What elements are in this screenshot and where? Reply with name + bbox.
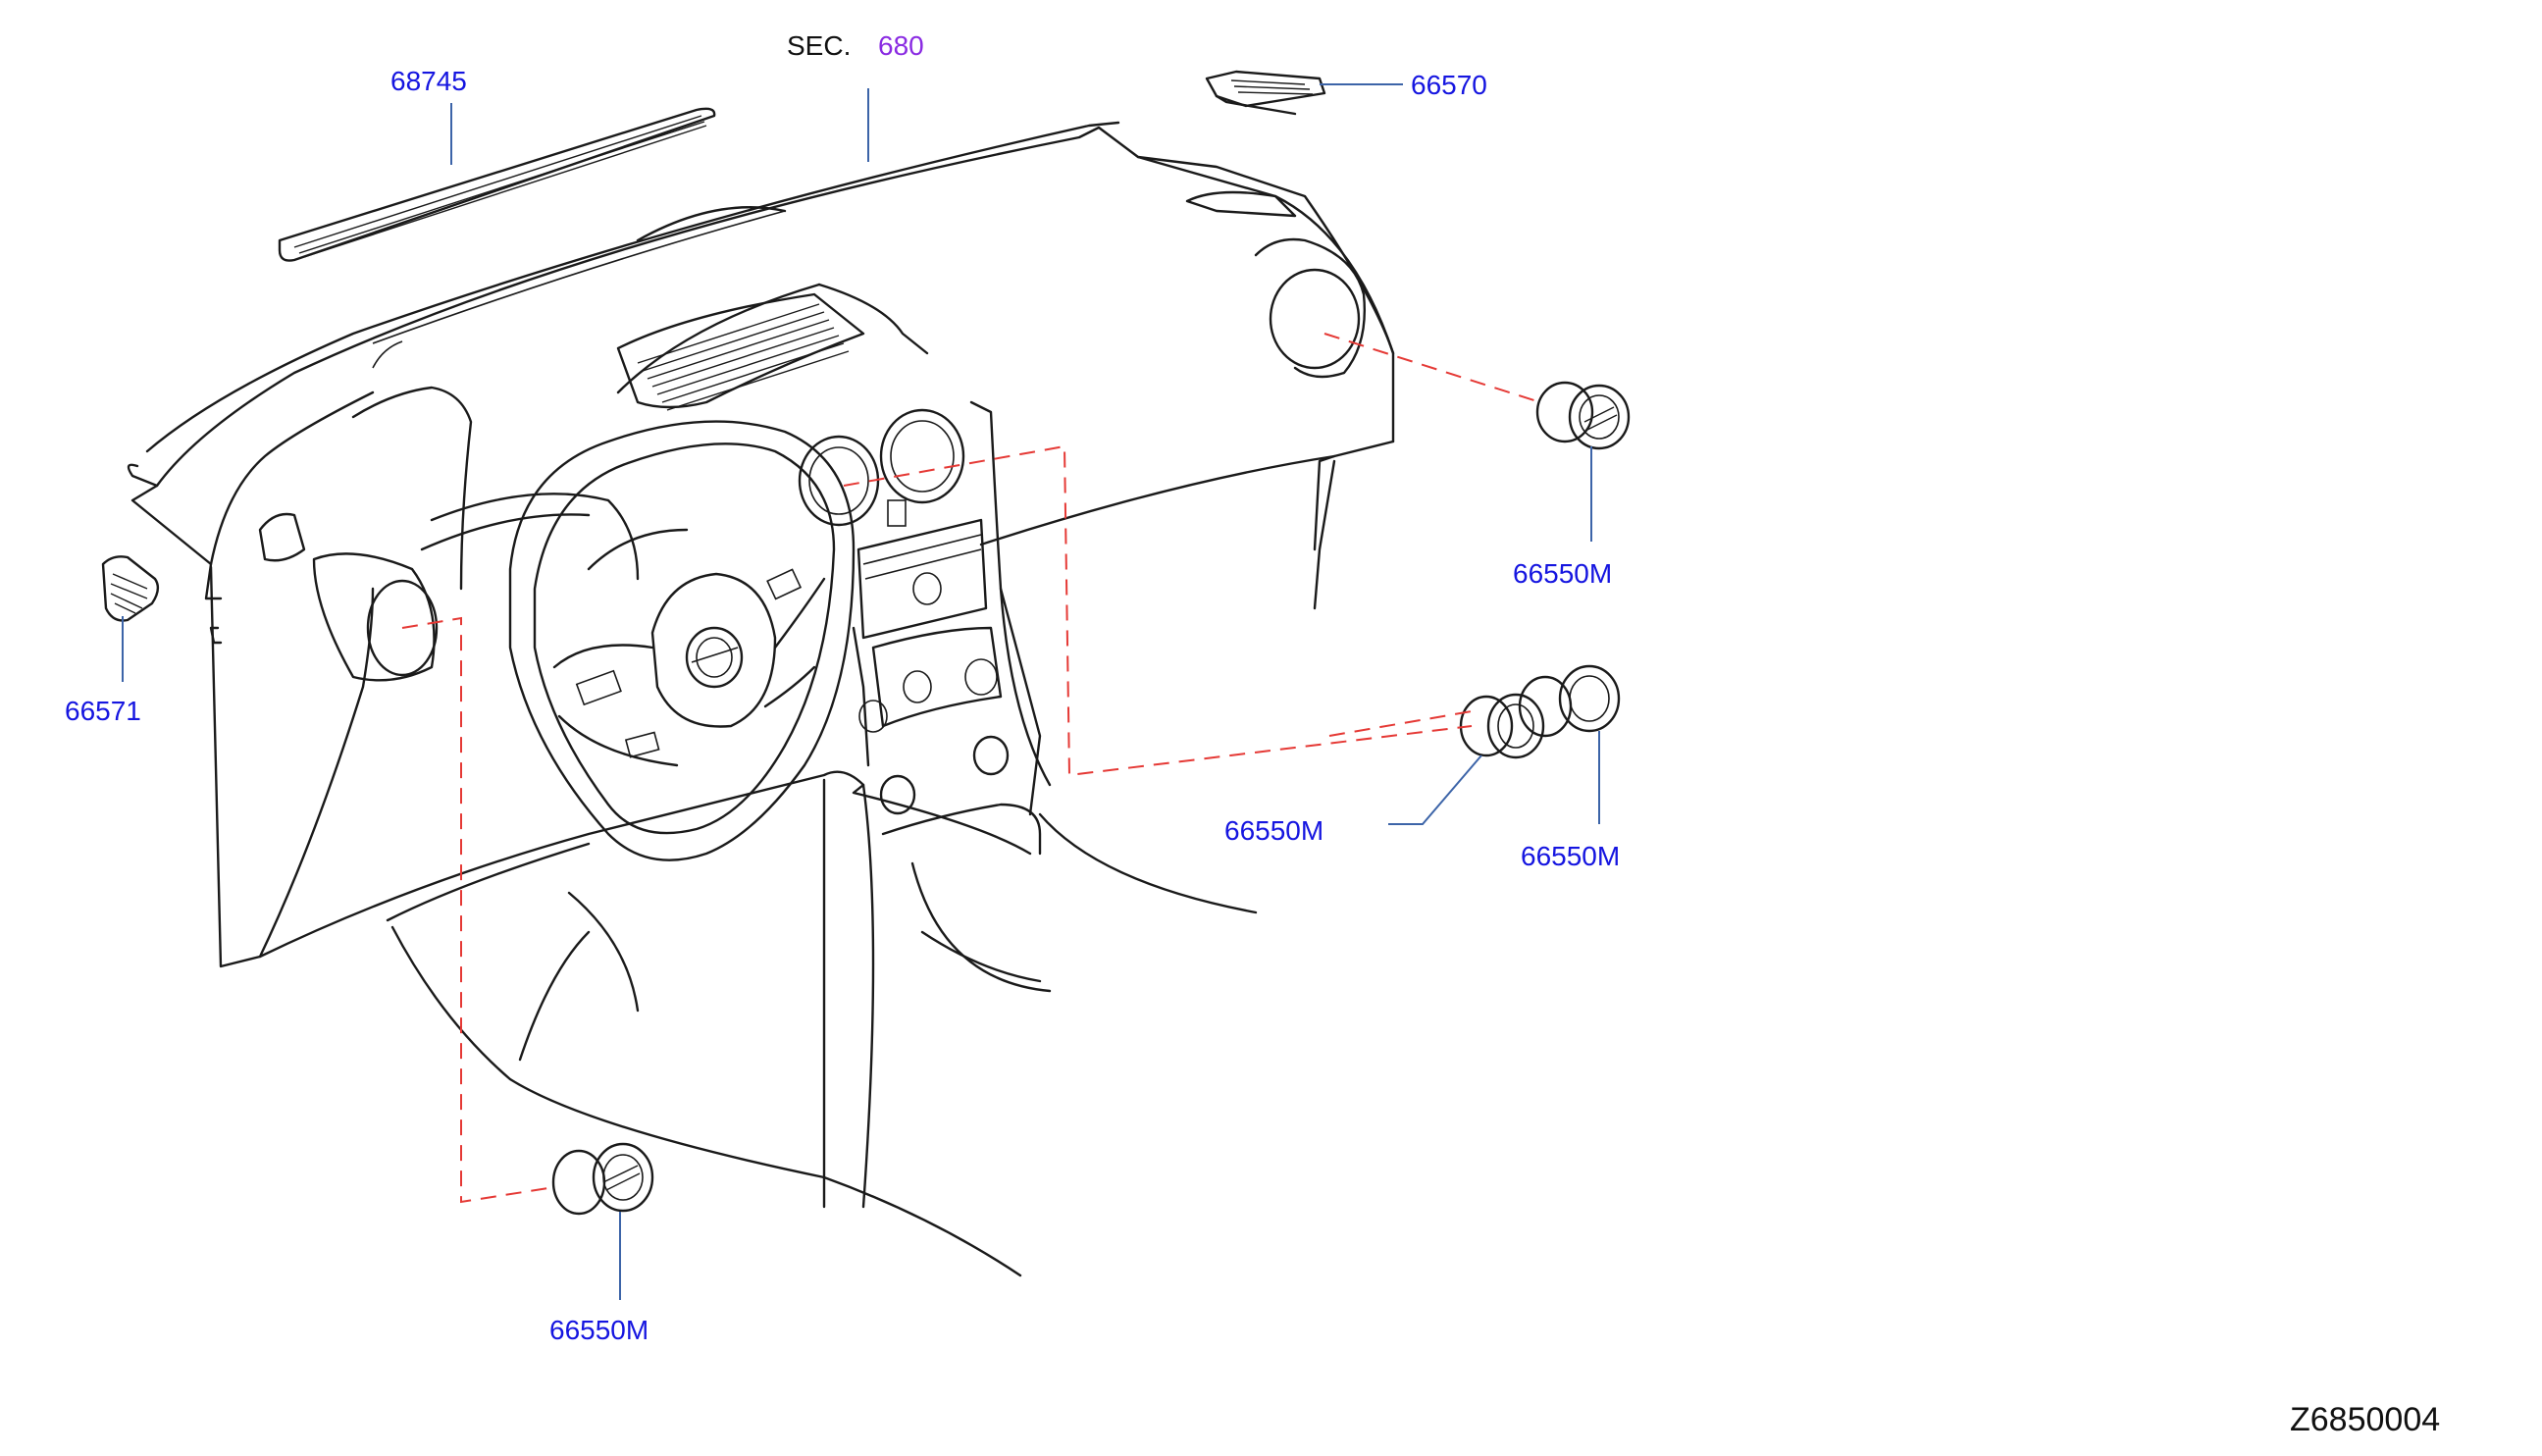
part-label-vent-center-left[interactable]: 66550M — [1224, 815, 1323, 846]
vent-center-right-part — [1518, 664, 1621, 738]
vent-right-upper-part — [1535, 381, 1631, 450]
side-defrost-left-part — [101, 555, 160, 622]
defrost-grille-part — [278, 107, 716, 262]
vent-driver-side-part — [551, 1142, 654, 1216]
drawing-id: Z6850004 — [2290, 1401, 2440, 1438]
part-label-vent-right-upper[interactable]: 66550M — [1513, 558, 1612, 589]
part-label-side-defrost-right[interactable]: 66570 — [1411, 70, 1487, 100]
side-defrost-right-part — [1205, 70, 1326, 116]
section-ref-prefix: SEC. — [787, 30, 851, 61]
section-ref-number[interactable]: 680 — [878, 30, 924, 61]
vent-center-left-part — [1459, 693, 1545, 759]
part-label-vent-driver-side[interactable]: 66550M — [549, 1315, 648, 1345]
part-label-side-defrost-left[interactable]: 66571 — [65, 696, 141, 726]
instrument-panel-drawing — [127, 121, 1395, 1277]
leader-lines — [122, 83, 1600, 1300]
part-label-vent-center-right[interactable]: 66550M — [1521, 841, 1620, 871]
dashed-guide-lines — [401, 333, 1541, 1204]
part-label-defrost-grille[interactable]: 68745 — [390, 66, 467, 96]
